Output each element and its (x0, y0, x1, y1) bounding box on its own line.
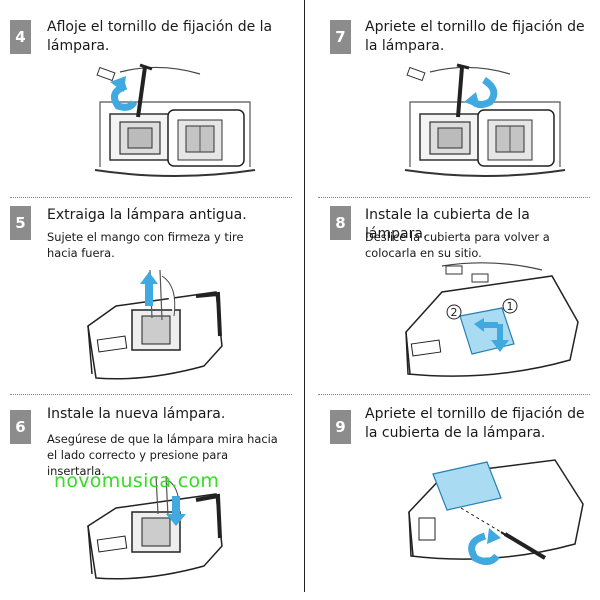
step-title: Apriete el tornillo de fijación de la cu… (365, 406, 585, 441)
step-title: Instale la nueva lámpara. (47, 406, 226, 422)
column-divider (304, 0, 305, 592)
section-separator (318, 197, 590, 198)
step-number-badge: 7 (330, 20, 351, 54)
step-number-badge: 6 (10, 410, 31, 444)
illustration-loosen-lamp-screw (94, 63, 256, 177)
step-title: Instale la cubierta de la lámpara. (365, 207, 530, 242)
step-description: Asegúrese de que la lámpara mira hacia e… (47, 432, 278, 478)
step-number-badge: 8 (330, 206, 351, 240)
step-number-badge: 9 (330, 410, 351, 444)
callout-2: 2 (451, 306, 458, 319)
illustration-remove-old-lamp (87, 269, 223, 380)
step-description: Deslice la cubierta para volver a coloca… (365, 230, 550, 260)
illustration-install-lamp-cover: 2 1 (405, 262, 579, 377)
illustration-tighten-lamp-screw (404, 63, 566, 177)
step-description: Sujete el mango con firmeza y tire hacia… (47, 230, 244, 260)
section-separator (10, 197, 292, 198)
step-number-badge: 5 (10, 206, 31, 240)
step-title: Afloje el tornillo de fijación de la lám… (47, 19, 273, 54)
step-title: Apriete el tornillo de fijación de la lá… (365, 19, 585, 54)
illustration-tighten-cover-screw (408, 459, 584, 565)
section-separator (10, 394, 292, 395)
step-number-badge: 4 (10, 20, 31, 54)
watermark-text: novomusica.com (54, 470, 220, 492)
section-separator (318, 394, 590, 395)
step-title: Extraiga la lámpara antigua. (47, 207, 247, 223)
illustration-install-new-lamp (87, 475, 223, 580)
callout-1: 1 (507, 300, 514, 313)
